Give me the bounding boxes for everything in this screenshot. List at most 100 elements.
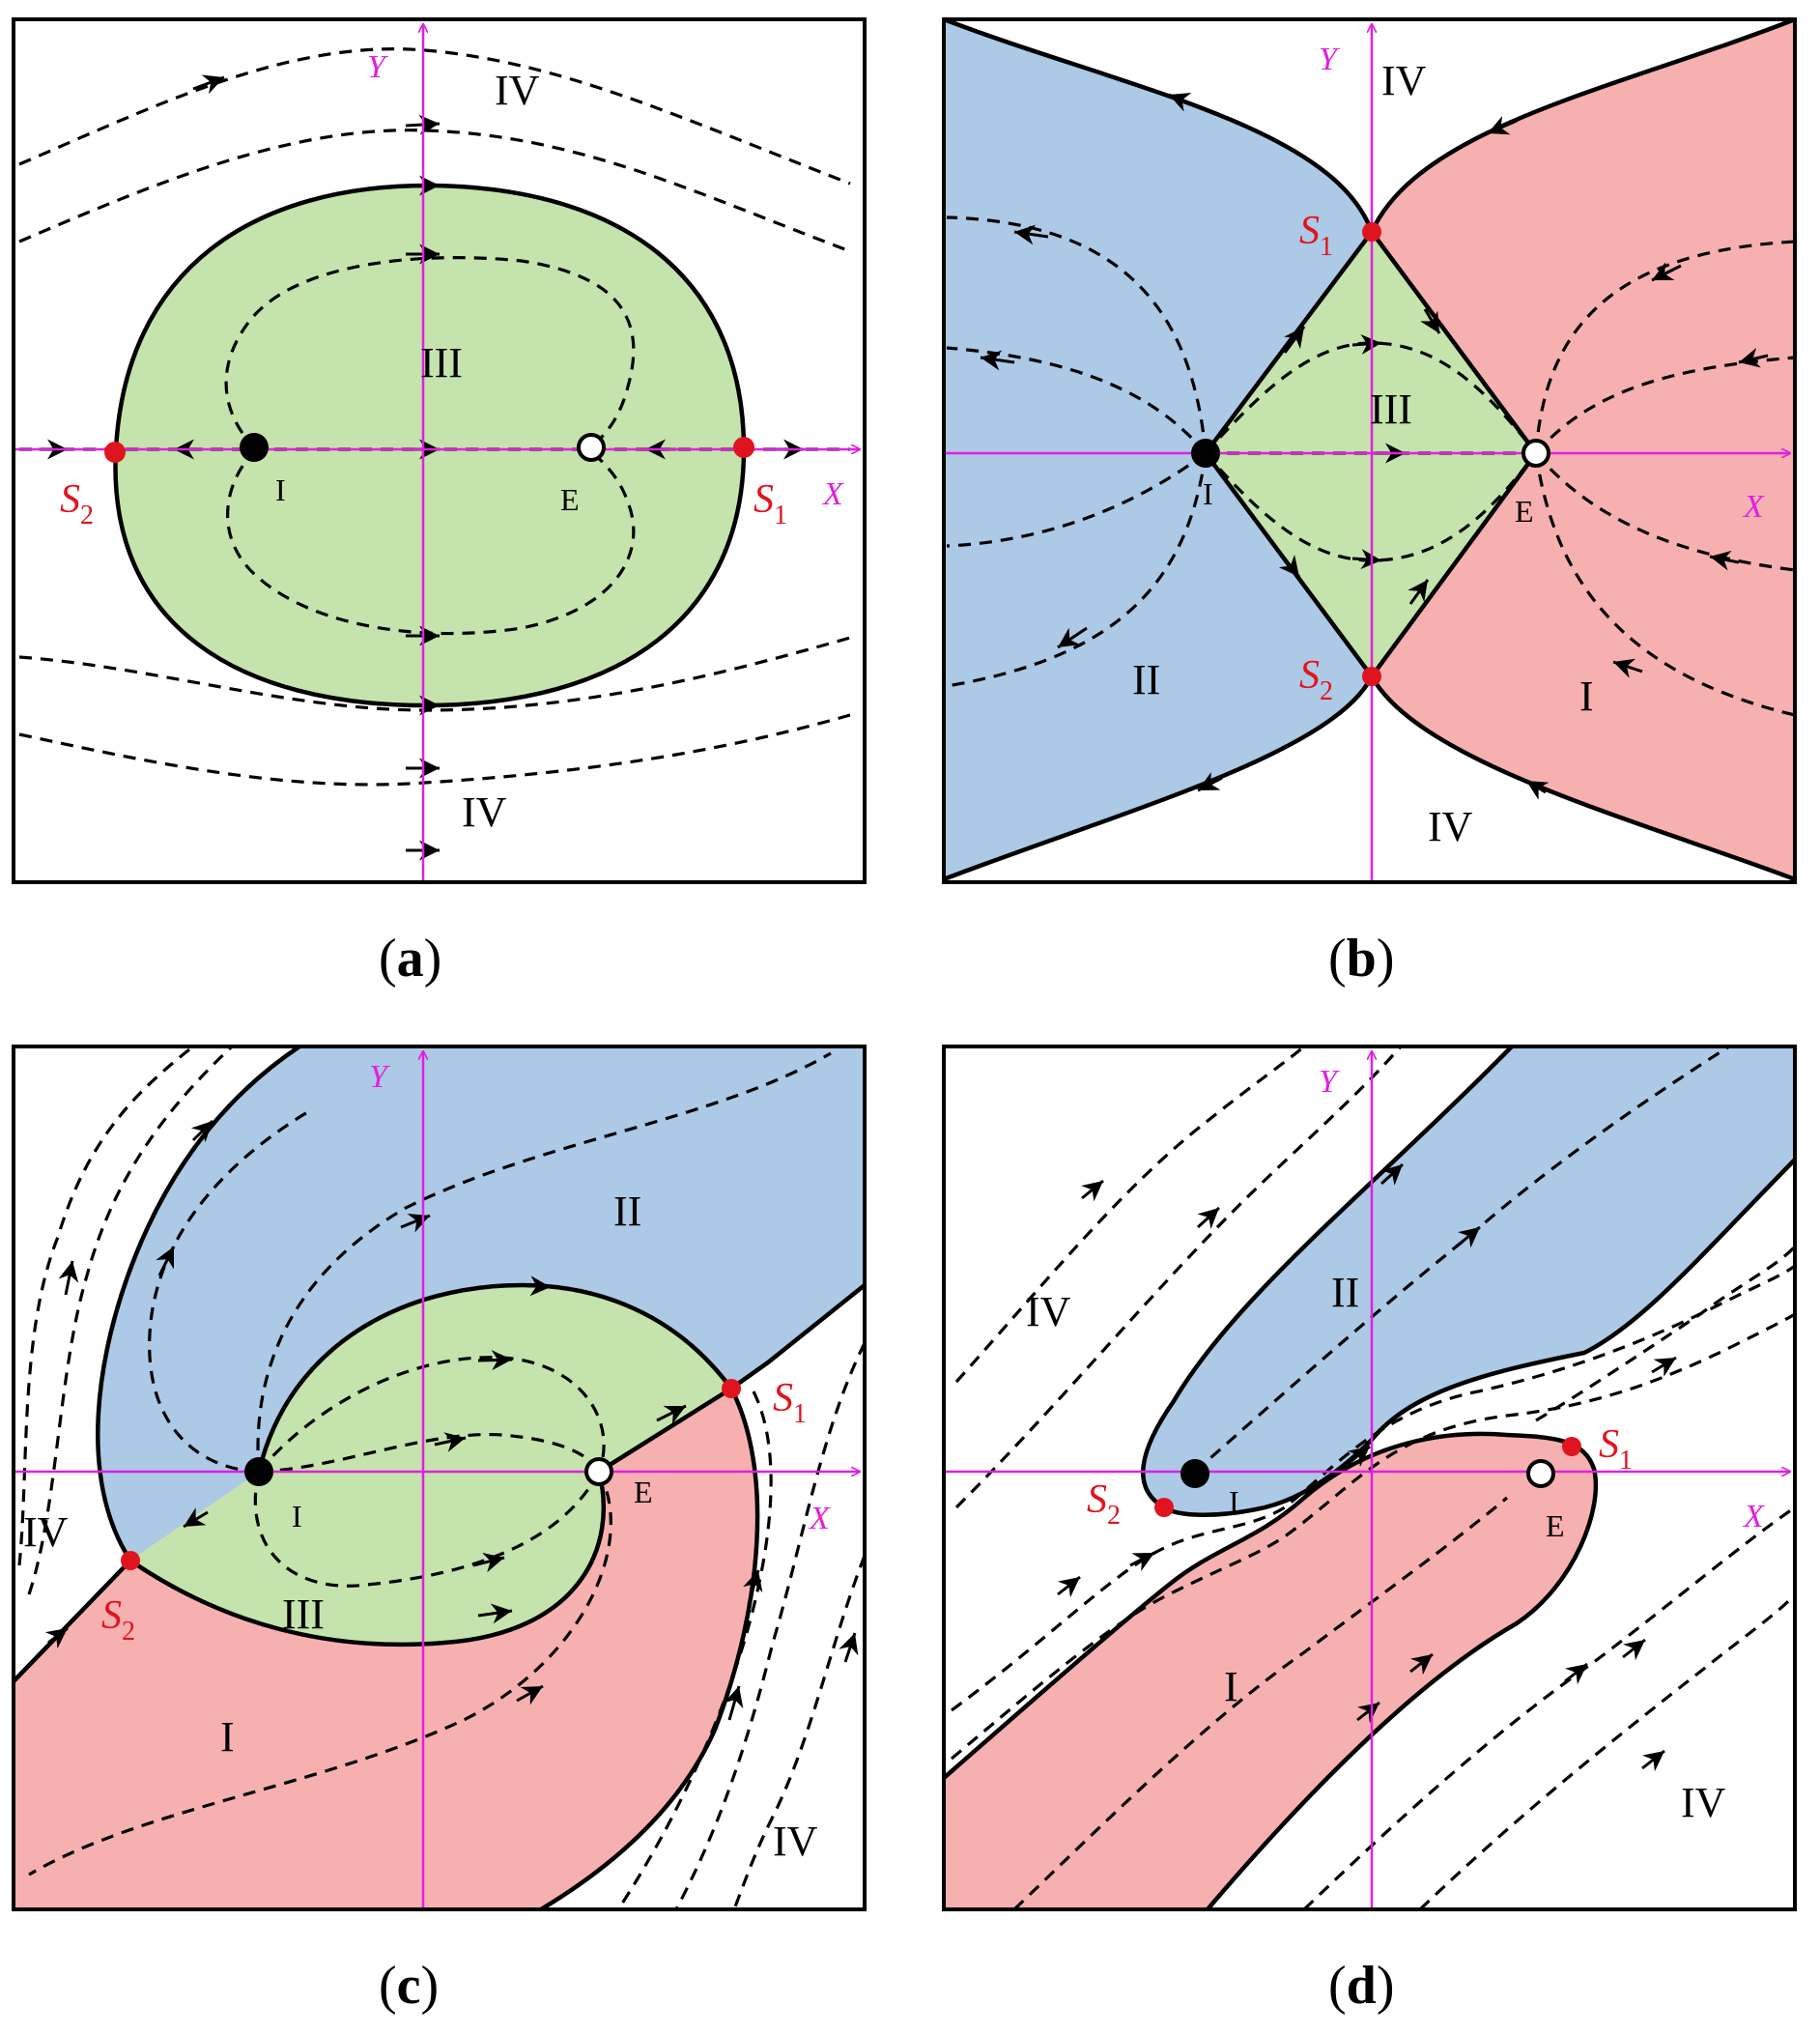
unstable-point-label: E <box>634 1475 653 1509</box>
stable-point-marker <box>1180 1459 1209 1488</box>
panel-frame <box>942 1045 1797 1911</box>
unstable-point-label: E <box>1515 494 1534 529</box>
saddle-s2-label: S2 <box>101 1593 135 1647</box>
unstable-point-label: E <box>1546 1508 1565 1543</box>
stable-point-label: I <box>275 473 286 507</box>
trajectory <box>1012 1496 1509 1909</box>
trajectory <box>674 1342 865 1909</box>
trajectory <box>946 452 1208 688</box>
region-label-i: I <box>1579 673 1594 720</box>
trajectory <box>27 1046 234 1595</box>
saddle-s1-label: S1 <box>773 1376 807 1429</box>
trajectory <box>1418 1592 1795 1909</box>
trajectory <box>226 447 636 636</box>
saddle-point-s2 <box>1362 667 1381 686</box>
saddle-point-s1 <box>722 1379 741 1398</box>
trajectory <box>1534 452 1795 717</box>
saddle-s2-label: S2 <box>60 477 94 530</box>
panel-b: Y X I E S1 S2 III II I IV IV (b) <box>942 16 1797 989</box>
trajectory <box>951 1264 1795 1712</box>
panel-frame <box>12 1045 867 1911</box>
trajectory <box>946 451 1207 548</box>
panel-d: Y X I E S1 S2 II I IV IV (d) <box>942 1045 1797 2016</box>
panel-frame <box>12 17 867 884</box>
saddle-s2-label: S2 <box>1087 1477 1121 1531</box>
region-label-iv: IV <box>23 1508 69 1556</box>
stable-point-marker <box>1191 439 1220 468</box>
unstable-point-marker <box>1526 1459 1555 1488</box>
stable-point-marker <box>240 433 269 462</box>
saddle-s1-label: S1 <box>754 477 787 530</box>
y-axis-label: Y <box>1319 1064 1340 1100</box>
stable-point-marker <box>244 1457 273 1486</box>
y-axis-label: Y <box>369 1059 390 1095</box>
saddle-s1-label: S1 <box>1599 1422 1633 1476</box>
region-label-ii: II <box>613 1188 641 1235</box>
separatrix-boundary <box>942 1431 1599 1911</box>
saddle-point-s2 <box>1154 1498 1174 1517</box>
region-label-iv: IV <box>1381 57 1427 104</box>
caption-d: (d) <box>1328 1956 1394 2016</box>
region-label-iv: IV <box>462 788 507 836</box>
trajectory <box>18 713 851 787</box>
saddle-point-s1 <box>733 437 754 458</box>
trajectory <box>1535 1245 1795 1422</box>
unstable-point-marker <box>1521 439 1550 468</box>
saddle-point-s2 <box>104 442 126 463</box>
trajectory <box>1204 341 1538 455</box>
trajectory <box>256 1051 832 1473</box>
region-label-iii: III <box>282 1591 325 1638</box>
region-ii-fill <box>1143 1046 1795 1515</box>
region-label-i: I <box>1224 1663 1238 1710</box>
region-label-iv: IV <box>1428 803 1473 850</box>
region-label-iii: III <box>1370 386 1412 433</box>
trajectory <box>148 1109 310 1474</box>
region-label-iv: IV <box>773 1818 818 1865</box>
trajectory <box>253 1471 601 1588</box>
trajectory <box>1534 451 1795 572</box>
panel-frame <box>942 17 1797 884</box>
region-label-ii: II <box>1331 1269 1359 1316</box>
flow-arrows <box>44 1119 859 1721</box>
x-axis-label: X <box>1742 1499 1765 1534</box>
separatrix-boundary <box>96 1045 301 1562</box>
stable-point-label: I <box>1229 1484 1239 1519</box>
region-label-iv: IV <box>495 67 540 114</box>
x-axis-label: X <box>821 476 844 512</box>
saddle-point-s1 <box>1362 222 1381 242</box>
trajectory <box>258 1432 601 1474</box>
trajectory <box>1534 240 1795 454</box>
panel-a: Y X I E S2 S1 III IV IV (a) <box>12 17 867 989</box>
x-axis-label: X <box>808 1501 831 1536</box>
region-label-i: I <box>220 1713 235 1761</box>
panel-c: Y X I E S1 S2 II III I IV IV (c) <box>12 1045 867 2016</box>
trajectory <box>732 1555 865 1909</box>
region-label-iv: IV <box>1681 1779 1726 1826</box>
caption-c: (c) <box>379 1956 439 2016</box>
saddle-point-s2 <box>121 1551 140 1570</box>
trajectory <box>946 215 1208 454</box>
flow-arrows <box>1057 1162 1677 1772</box>
trajectory <box>224 256 636 451</box>
region-label-ii: II <box>1132 656 1160 703</box>
trajectory <box>17 1046 194 1566</box>
saddle-point-s1 <box>1562 1437 1581 1456</box>
region-i-fill <box>944 1433 1596 1909</box>
region-ii-fill <box>98 1046 865 1561</box>
region-iii-fill <box>115 185 744 705</box>
unstable-point-marker <box>584 1457 613 1486</box>
region-iii-fill <box>130 1285 731 1645</box>
y-axis-label: Y <box>1319 42 1340 77</box>
trajectory <box>954 1046 1306 1384</box>
region-i-fill <box>1372 19 1795 879</box>
region-label-iv: IV <box>1026 1288 1071 1335</box>
saddle-s2-label: S2 <box>1299 653 1333 706</box>
trajectory <box>257 1356 606 1474</box>
unstable-point-marker <box>577 433 606 462</box>
flow-arrows <box>980 93 1769 800</box>
saddle-s1-label: S1 <box>1299 209 1333 262</box>
stable-point-label: I <box>1203 476 1213 511</box>
x-axis-label: X <box>1742 489 1765 525</box>
separatrix-boundary <box>12 1283 867 1683</box>
